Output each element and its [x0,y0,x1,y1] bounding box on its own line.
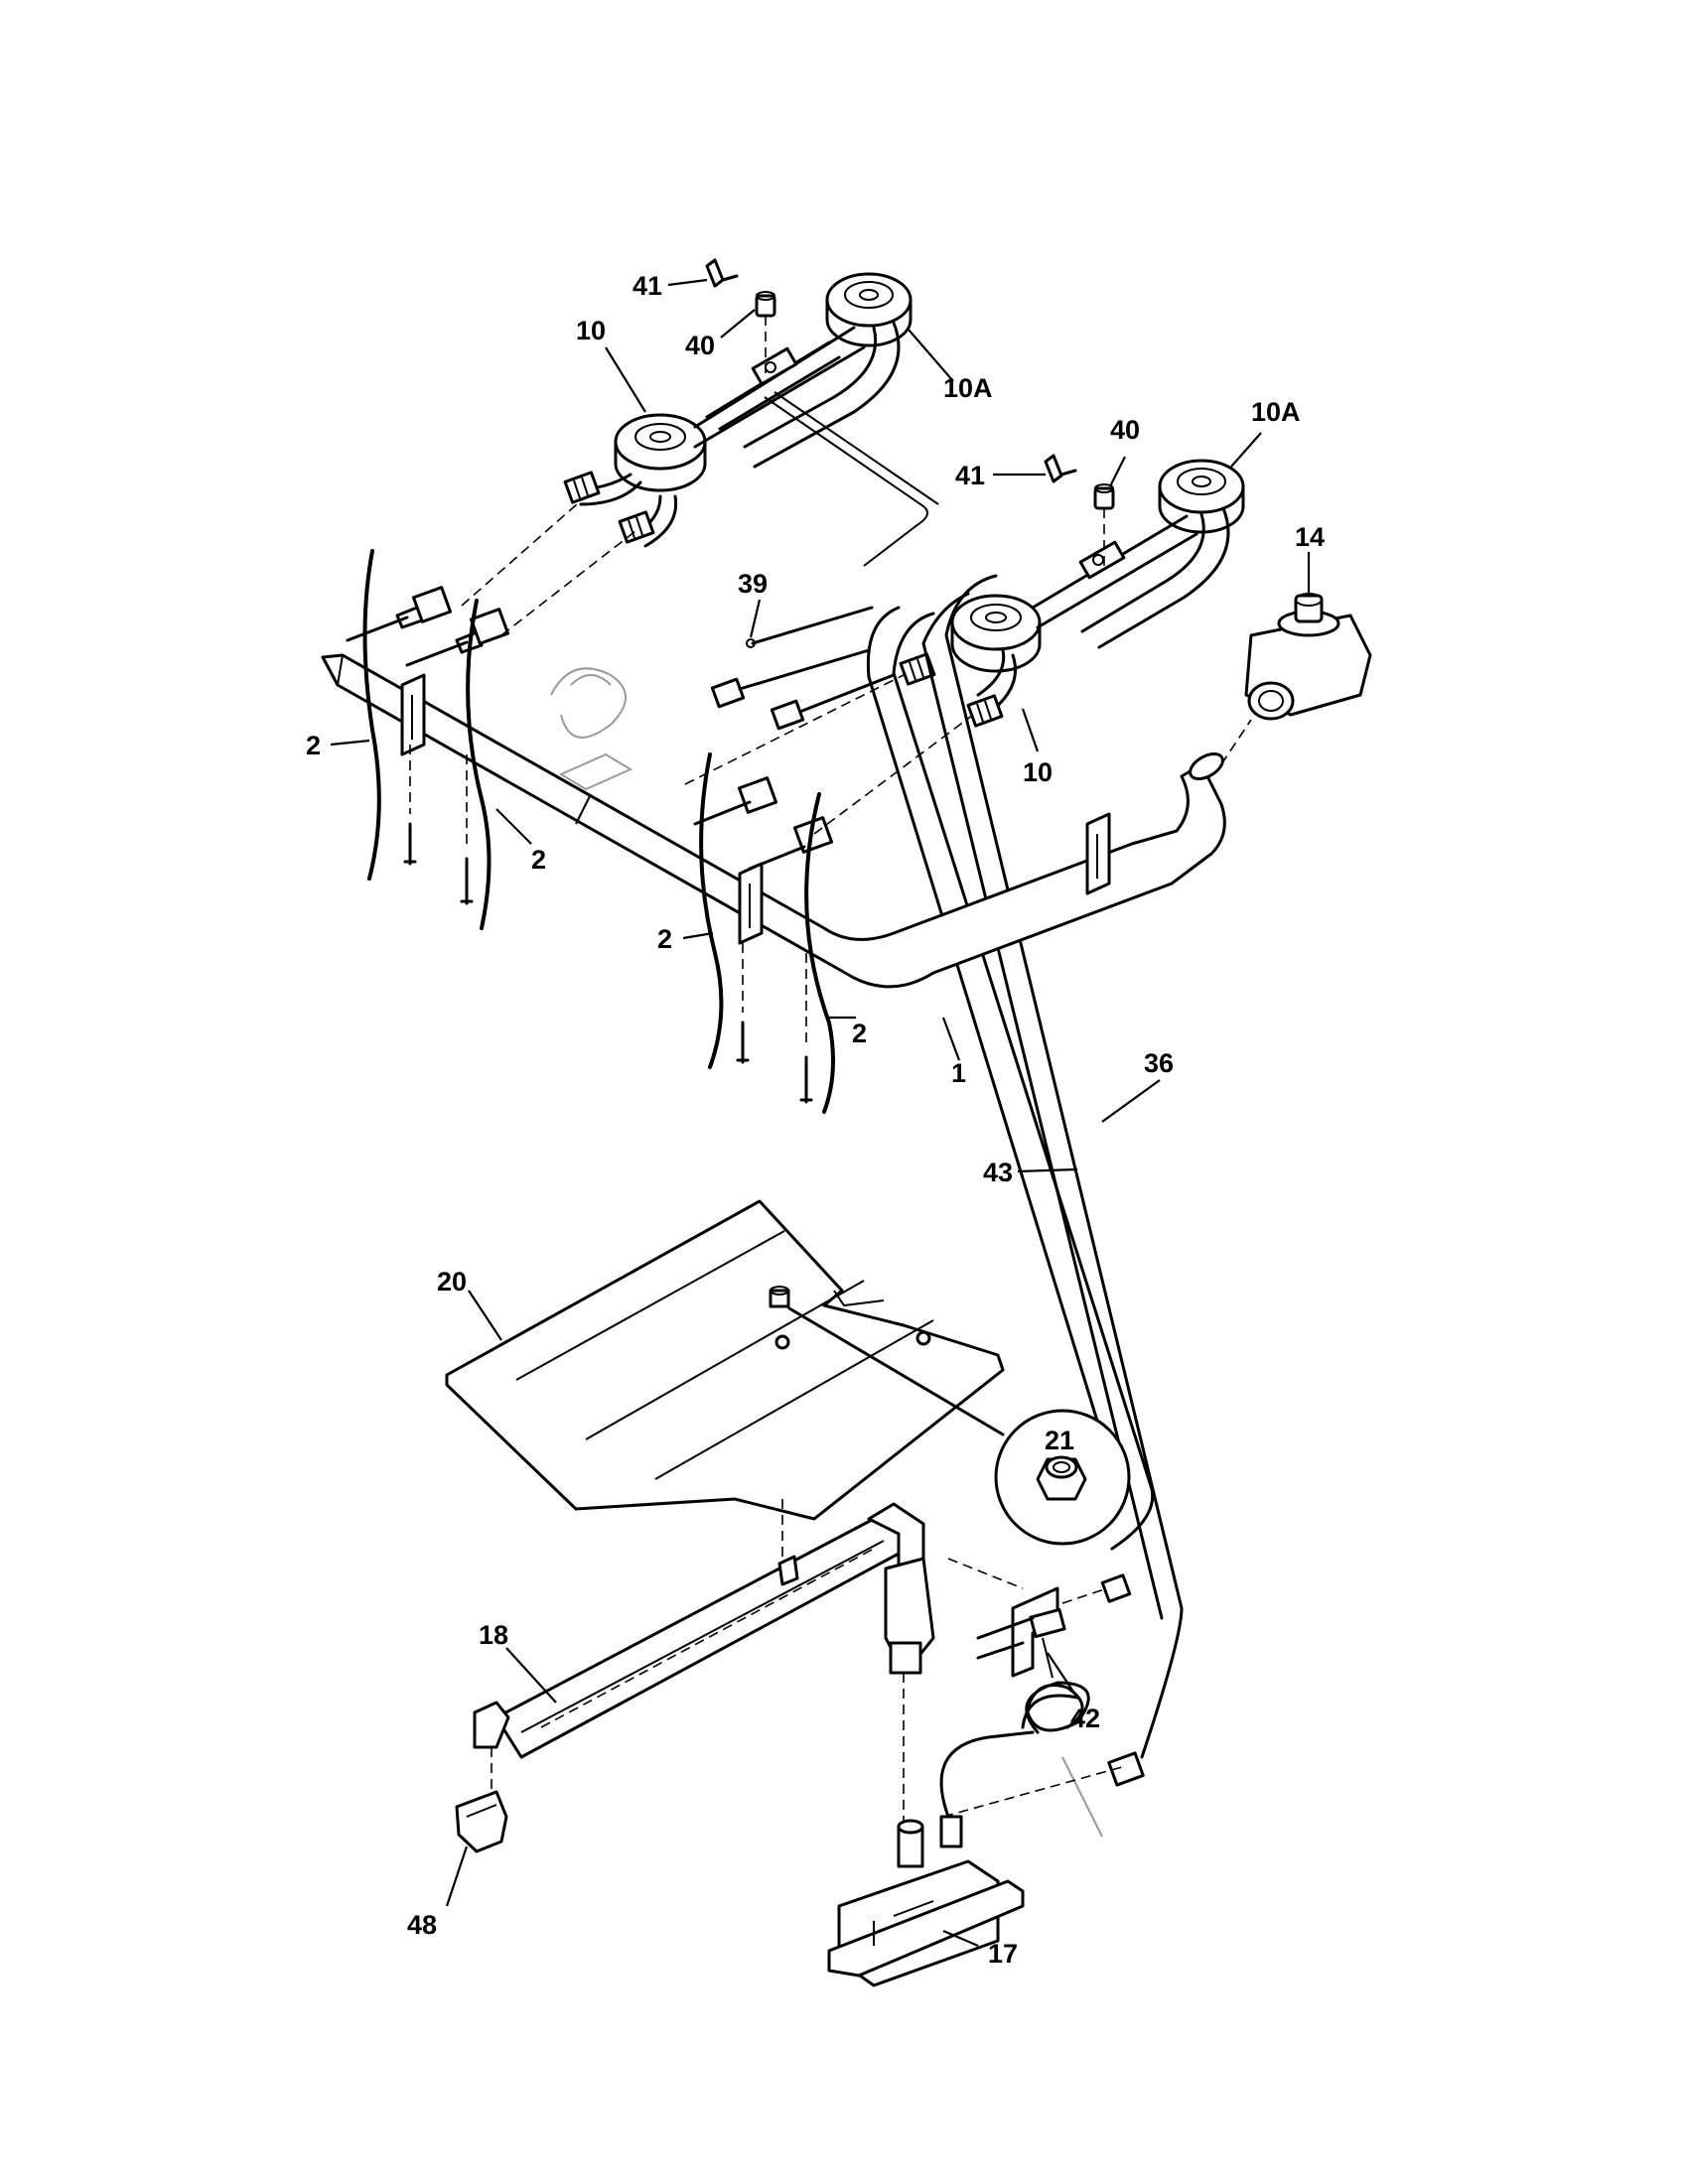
burner-head-10-right [950,594,1042,673]
burner-head-10A-right [1158,459,1245,534]
callout-41-right: 41 [955,461,985,490]
valve-screws [403,822,813,1104]
callout-2-c: 2 [657,924,672,954]
manifold-bracket-center [738,862,764,945]
oven-thermostat-17 [827,1815,1025,1987]
burner-valve-2a [346,586,453,642]
callout-41-left: 41 [633,271,662,301]
callout-2-b: 2 [531,845,546,875]
valve-group-bracket [362,549,835,1114]
callout-labels: 41 40 10 10A 40 10A 41 14 39 2 10 2 2 2 … [306,271,1325,1969]
manifold-pipe-1 [321,653,1226,989]
burner-bracket-48 [455,1790,508,1853]
spacer-40-right [1093,483,1115,510]
orifice-nozzle-right-2 [966,694,1004,728]
callout-10A-left: 10A [943,373,993,403]
tube-fitting-lower-2 [1107,1751,1145,1787]
gas-tube-36-43 [710,574,1184,1787]
manifold-bracket-right [1085,812,1111,895]
nut-21-detail [994,1409,1131,1546]
callout-42: 42 [1070,1704,1100,1733]
callout-36: 36 [1144,1048,1174,1078]
leader-lines [330,278,1311,1948]
callout-10-left: 10 [576,316,606,345]
callout-10A-right: 10A [1251,397,1301,427]
callout-40-left: 40 [685,331,715,360]
callout-20: 20 [437,1267,467,1297]
nut-21-small [769,1286,790,1308]
clip-41-right [1044,454,1077,483]
tube-fitting-upper-1 [710,677,746,709]
burner-valve-2b [405,608,510,667]
callout-2-a: 2 [306,731,321,760]
orifice-nozzle-left-2 [618,510,655,544]
callout-39: 39 [738,569,768,599]
ghost-valve-coil [550,667,633,791]
callout-17: 17 [988,1939,1018,1969]
burner-assembly-left [563,272,939,567]
orifice-nozzle-right-1 [899,652,936,686]
manifold-bracket-left [400,673,426,756]
callout-10-right: 10 [1023,757,1053,787]
electrode-bracket-42 [976,1586,1066,1679]
callout-21: 21 [1045,1426,1074,1455]
tube-39 [746,606,874,648]
callout-40-right: 40 [1110,415,1140,445]
burner-head-10A-left [825,272,913,347]
callout-48: 48 [407,1910,437,1940]
burner-valve-2d [748,816,834,871]
burner-assembly-right [899,459,1245,728]
burner-valve-2c [693,776,778,826]
bake-burner-18 [473,1502,935,1759]
tube-fitting-upper-2 [770,699,805,731]
pressure-regulator-14 [1244,593,1372,721]
callout-18: 18 [479,1620,508,1650]
callout-1: 1 [951,1058,966,1088]
burner-head-10-left [614,413,707,492]
callout-43: 43 [983,1158,1013,1187]
spacer-40-left [755,291,776,318]
clip-41-left [705,258,739,288]
heat-shield-20 [445,1199,1005,1521]
orifice-nozzle-left-1 [563,471,601,504]
tube-fitting-lower-1 [1100,1573,1132,1603]
thermostat-capillary-coil [939,1681,1103,1838]
callout-2-d: 2 [852,1019,867,1048]
callout-14: 14 [1295,522,1325,552]
